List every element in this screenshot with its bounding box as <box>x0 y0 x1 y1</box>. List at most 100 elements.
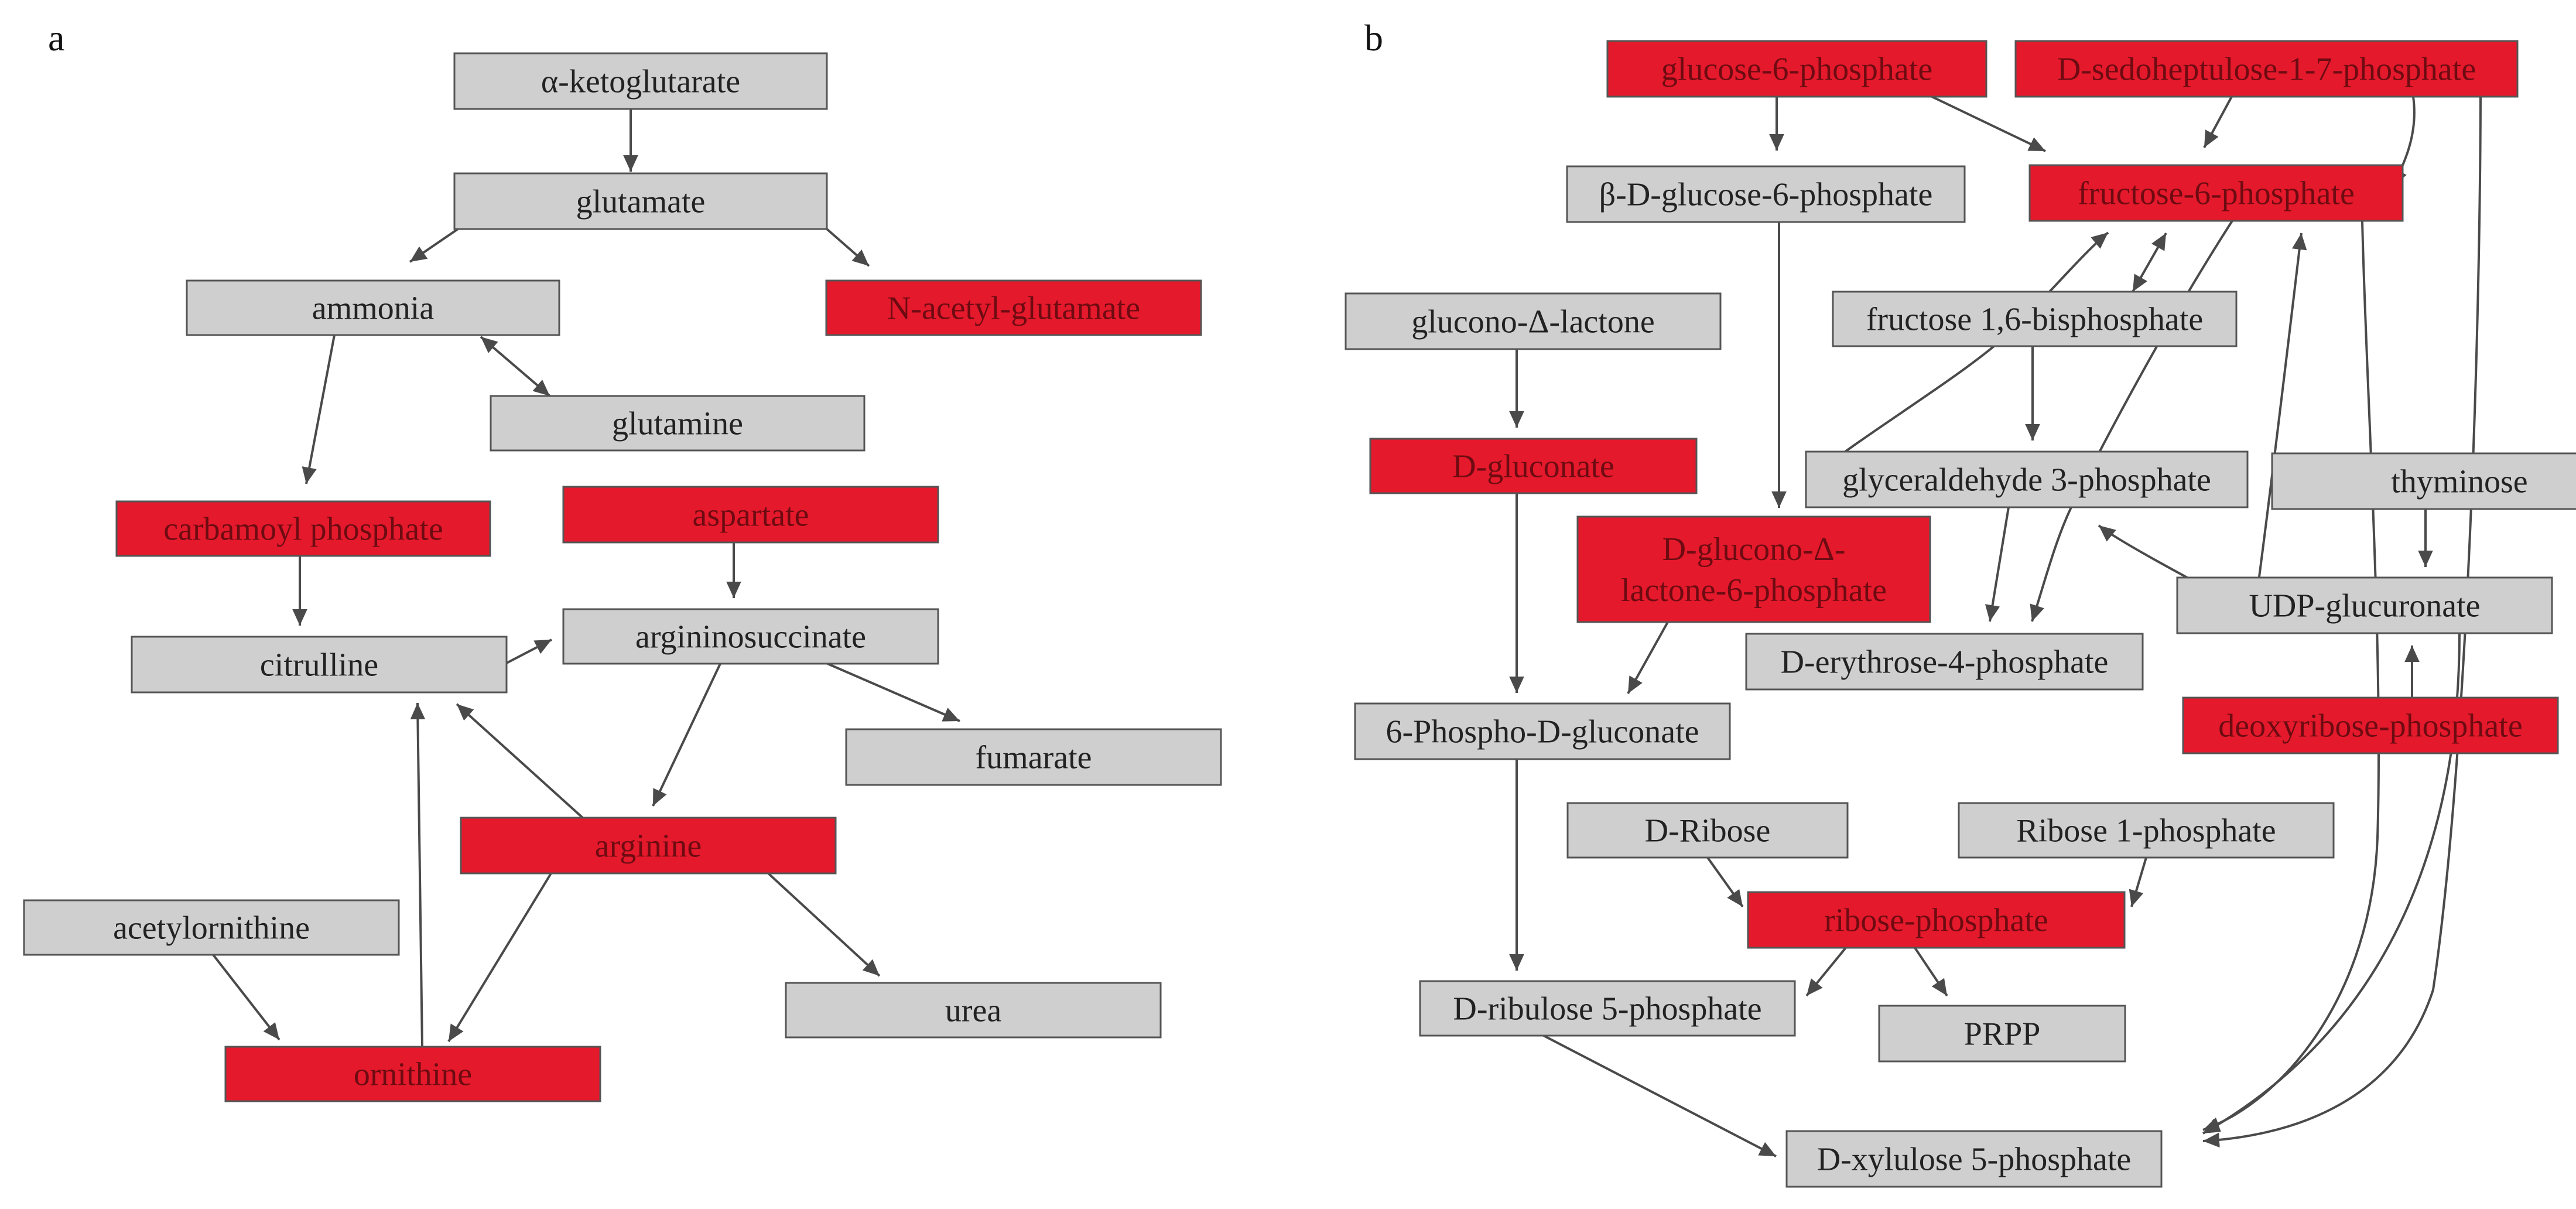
node-label: D-glucono-Δ-lactone-6-phosphate <box>1621 531 1887 609</box>
node-box <box>1832 291 2238 347</box>
node-b-dribose: D-Ribose <box>1566 802 1849 859</box>
node-a-ammonia: ammonia <box>186 279 560 336</box>
arrow-a-acetylorn-to-a-ornithine <box>212 954 280 1041</box>
arrow-b-f6p-to-b-e4p <box>2030 220 2233 622</box>
node-label: glutamate <box>576 184 706 220</box>
node-layer: α-ketoglutarate glutamate ammonia N-acetyl-… <box>23 40 2576 1188</box>
arrow-b-e4p-to-b-f6p <box>2250 233 2307 634</box>
panel-label-b: b <box>1364 17 1383 59</box>
node-b-r1p: Ribose 1-phosphate <box>1958 802 2335 859</box>
arrow-b-f6p-to-b-xu5p <box>2202 220 2380 1132</box>
arrow-b-r1p-to-b-rp <box>2129 857 2147 907</box>
node-b-prpp: PRPP <box>1878 1005 2126 1063</box>
arrow-a-ammonia-to-a-glutamine <box>480 336 551 397</box>
node-box <box>1878 1005 2126 1063</box>
node-label: urea <box>945 993 1002 1029</box>
node-b-ru5p: D-ribulose 5-phosphate <box>1419 980 1796 1037</box>
node-box <box>1785 1130 2163 1188</box>
node-a-glutamate: glutamate <box>453 172 828 230</box>
node-label-line: N-acetyl-glutamate <box>887 291 1140 327</box>
arrow-a-arginine-to-a-urea <box>767 872 881 977</box>
node-a-glutamine: glutamine <box>490 395 865 452</box>
node-b-gl6p: D-glucono-Δ-lactone-6-phosphate <box>1576 515 1931 623</box>
node-label-line: glucose-6-phosphate <box>1661 52 1932 88</box>
node-b-f6p: fructose-6-phosphate <box>2028 164 2404 222</box>
node-box <box>186 279 560 336</box>
node-box <box>562 608 939 665</box>
node-b-xu5p: D-xylulose 5-phosphate <box>1785 1130 2163 1188</box>
node-box <box>845 728 1222 786</box>
node-b-gluconate: D-gluconate <box>1369 438 1698 494</box>
node-label-line: arginine <box>595 828 702 865</box>
node-b-rp: ribose-phosphate <box>1747 891 2126 949</box>
node-label-line: deoxyribose-phosphate <box>2218 708 2522 744</box>
node-box <box>785 982 1162 1039</box>
node-label: ammonia <box>312 291 435 327</box>
arrow-b-rp-to-b-ru5p <box>1805 947 1847 997</box>
node-box <box>224 1046 601 1102</box>
node-box <box>2182 696 2559 754</box>
node-a-urea: urea <box>785 982 1162 1039</box>
node-label: D-xylulose 5-phosphate <box>1817 1142 2132 1178</box>
node-label: deoxyribose-phosphate <box>2218 708 2522 744</box>
node-box <box>825 279 1202 336</box>
node-a-fumarate: fumarate <box>845 728 1222 786</box>
node-box <box>1805 450 2249 508</box>
node-label-line: glutamine <box>612 406 743 442</box>
node-box <box>1958 802 2335 859</box>
node-label-line: ornithine <box>354 1057 472 1093</box>
node-box <box>1606 40 1987 98</box>
node-label: aspartate <box>693 497 809 534</box>
node-box <box>1419 980 1796 1037</box>
node-label: ribose-phosphate <box>1824 903 2048 939</box>
node-label-line: D-ribulose 5-phosphate <box>1453 991 1761 1027</box>
panel-label-a: a <box>48 17 64 59</box>
node-label: D-Ribose <box>1645 813 1771 849</box>
node-b-s7p: D-sedoheptulose-1-7-phosphate <box>2014 40 2519 98</box>
node-label-line: urea <box>945 993 1002 1029</box>
node-box <box>131 636 508 694</box>
arrow-a-arginine-to-a-ornithine <box>447 872 552 1043</box>
node-box <box>460 817 837 875</box>
node-label-line: D-glucono-Δ- <box>1662 531 1846 568</box>
node-label: fructose-6-phosphate <box>2078 176 2355 212</box>
node-b-dribp: deoxyribose-phosphate <box>2182 696 2559 754</box>
node-b-gluconolactone: glucono-Δ-lactone <box>1345 292 1722 350</box>
node-a-akg: α-ketoglutarate <box>453 52 828 110</box>
node-label: D-sedoheptulose-1-7-phosphate <box>2057 52 2476 88</box>
arrow-a-citrulline-to-a-argsucc <box>506 638 552 664</box>
node-b-6pg: 6-Phospho-D-gluconate <box>1354 702 1731 760</box>
arrow-a-glutamate-to-a-ammonia <box>409 228 459 263</box>
arrow-a-argsucc-to-a-fumarate <box>827 662 960 722</box>
node-box <box>562 486 939 544</box>
node-box <box>490 395 865 452</box>
node-label-line: carbamoyl phosphate <box>163 511 443 548</box>
edge-layer <box>212 95 2482 1157</box>
node-label-line: α-ketoglutarate <box>541 64 740 100</box>
node-label-line: UDP-glucuronate <box>2249 588 2480 624</box>
arrow-a-glutamate-to-a-nag <box>826 228 870 267</box>
node-label: fructose 1,6-bisphosphate <box>1866 302 2203 338</box>
node-label-line: acetylornithine <box>113 910 310 947</box>
arrow-a-ammonia-to-a-carbamoyl <box>302 334 336 484</box>
node-a-carbamoyl: carbamoyl phosphate <box>115 500 491 557</box>
node-label: α-ketoglutarate <box>541 64 740 100</box>
arrow-b-s7p-to-b-f6p <box>2203 96 2233 148</box>
node-box <box>1747 891 2126 949</box>
node-label-line: Ribose 1-phosphate <box>2016 813 2276 849</box>
node-a-arginine: arginine <box>460 817 837 875</box>
node-a-argsucc: argininosuccinate <box>562 608 939 665</box>
node-label-line: D-Ribose <box>1645 813 1771 849</box>
node-label-line: lactone-6-phosphate <box>1621 572 1887 609</box>
node-label-line: β-D-glucose-6-phosphate <box>1599 177 1933 213</box>
node-label: acetylornithine <box>113 910 310 947</box>
arrow-b-fbp-to-b-f6p <box>2132 233 2167 292</box>
node-label: β-D-glucose-6-phosphate <box>1599 177 1933 213</box>
node-a-acetylorn: acetylornithine <box>23 899 400 956</box>
node-label: N-acetyl-glutamate <box>887 291 1140 327</box>
node-b-g3p: glyceraldehyde 3-phosphate <box>1805 450 2249 508</box>
node-label-line: thyminose <box>2391 464 2527 500</box>
node-label: glucose-6-phosphate <box>1661 52 1932 88</box>
node-box <box>453 52 828 110</box>
arrow-b-g6p-to-b-f6p <box>1931 95 2046 152</box>
